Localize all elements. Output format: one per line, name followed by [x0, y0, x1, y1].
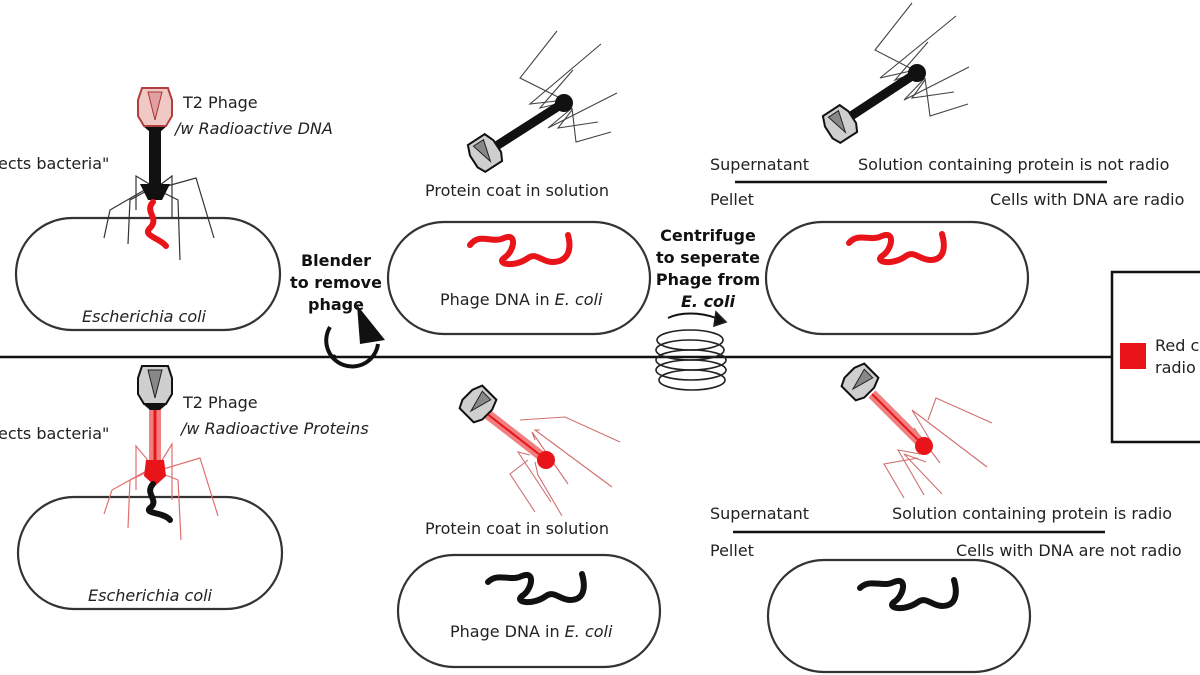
detached-phage-supernatant-top	[818, 2, 970, 147]
pellet-label-bottom: Pellet	[710, 541, 754, 560]
dna-strand-radioactive-pellet	[846, 231, 947, 265]
centrifuge-line-3: Phage from	[655, 270, 761, 289]
infects-label-bottom: ects bacteria"	[0, 424, 110, 443]
blender-step-label: Blender to remove phage	[280, 250, 392, 316]
legend-line-1: Red c	[1155, 336, 1200, 355]
legend-radioactive-swatch	[1120, 343, 1146, 369]
pellet-result-bottom: Cells with DNA are not radio	[956, 541, 1182, 560]
legend-line-2: radio	[1155, 358, 1196, 377]
phage-label-bottom: T2 Phage	[183, 393, 258, 412]
dna-label-top: Phage DNA in E. coli	[440, 290, 602, 309]
blender-line-3: phage	[308, 295, 364, 314]
phage-sublabel-bottom: /w Radioactive Proteins	[181, 419, 369, 438]
blender-line-1: Blender	[300, 251, 372, 270]
supernatant-result-top: Solution containing protein is not radio	[858, 155, 1170, 174]
dna-label-prefix: Phage DNA in	[440, 290, 555, 309]
dna-strand-normal	[485, 571, 587, 605]
ecoli-cell-top-right	[764, 220, 1030, 336]
phage-sublabel-top: /w Radioactive DNA	[175, 119, 333, 138]
detached-phage-coat-top-middle	[463, 30, 618, 176]
cell-label-bottom: Escherichia coli	[88, 586, 212, 605]
dna-label-species: E. coli	[554, 290, 603, 309]
ecoli-cell-top-left	[14, 216, 282, 332]
centrifuge-coil-icon	[655, 310, 728, 391]
ecoli-cell-top-middle	[386, 220, 652, 336]
coat-label-top: Protein coat in solution	[425, 181, 609, 200]
pellet-label-top: Pellet	[710, 190, 754, 209]
supernatant-label-bottom: Supernatant	[710, 504, 810, 523]
dna-label-prefix: Phage DNA in	[450, 622, 565, 641]
phage-radioactive-protein-icon	[103, 365, 219, 541]
centrifuge-line-4: E. coli	[680, 292, 736, 311]
ecoli-cell-bottom-middle	[396, 553, 662, 669]
pellet-result-top: Cells with DNA are radio	[990, 190, 1185, 209]
supernatant-label-top: Supernatant	[710, 155, 810, 174]
blender-line-2: to remove	[290, 273, 382, 292]
phage-radioactive-dna-icon	[103, 87, 215, 261]
centrifuge-step-label: Centrifuge to seperate Phage from E. col…	[646, 225, 770, 313]
dna-strand-radioactive	[467, 232, 573, 267]
blender-rotation-icon	[324, 305, 385, 369]
phage-label-top: T2 Phage	[183, 93, 258, 112]
centrifuge-line-2: to seperate	[655, 248, 761, 267]
cell-label-top: Escherichia coli	[82, 307, 206, 326]
dna-strand-normal-pellet	[857, 577, 959, 611]
dna-label-species: E. coli	[564, 622, 613, 641]
coat-label-bottom: Protein coat in solution	[425, 519, 609, 538]
detached-phage-coat-bottom-middle	[455, 381, 621, 517]
dna-label-bottom: Phage DNA in E. coli	[450, 622, 612, 641]
ecoli-cell-bottom-right	[766, 558, 1032, 674]
infects-label-top: ects bacteria"	[0, 154, 110, 173]
supernatant-result-bottom: Solution containing protein is radio	[892, 504, 1173, 523]
centrifuge-line-1: Centrifuge	[660, 226, 756, 245]
detached-phage-supernatant-bottom	[837, 359, 993, 499]
